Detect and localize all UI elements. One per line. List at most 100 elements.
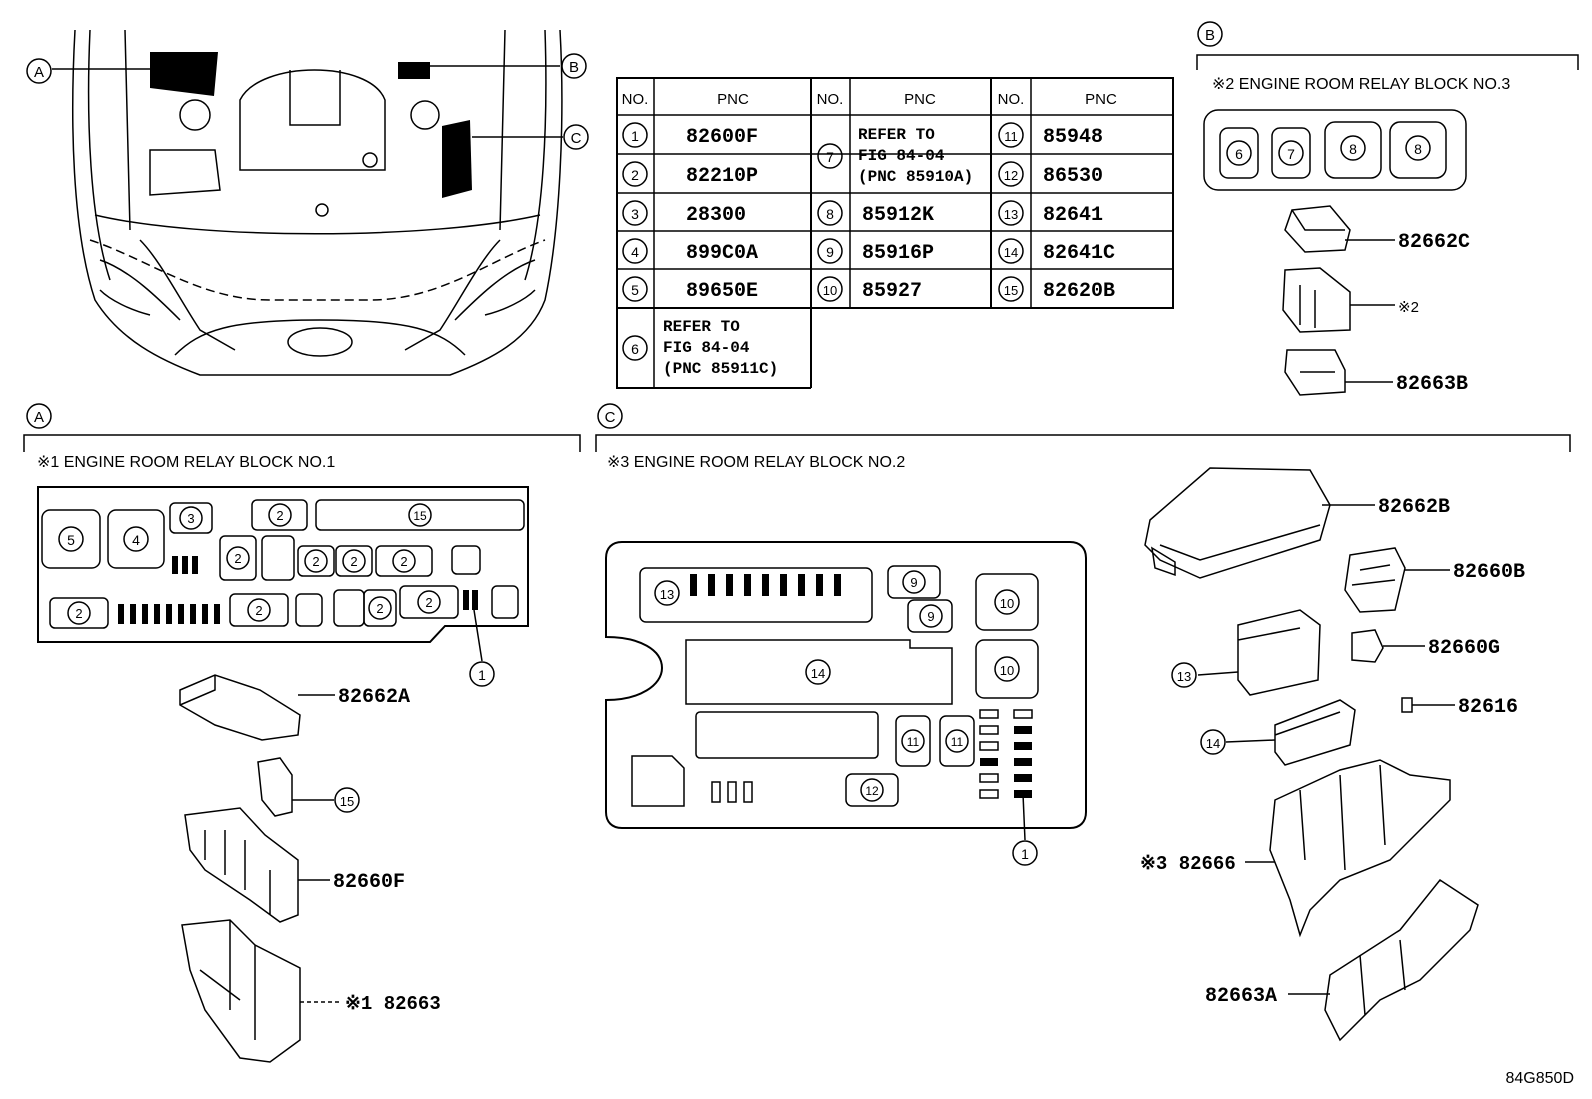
- part-82663b: 82663B: [1396, 373, 1468, 396]
- c-block-10a: 10: [994, 589, 1020, 615]
- c-block-11b: 11: [945, 729, 969, 753]
- c-callout-13: 13: [1171, 662, 1197, 688]
- row-4: 4 899C0A: [622, 238, 758, 265]
- svg-text:89650E: 89650E: [686, 280, 758, 303]
- a-block-2d: 2: [342, 549, 366, 573]
- part-82660g: 82660G: [1428, 637, 1500, 660]
- a-callout-1: 1: [469, 661, 495, 687]
- svg-text:13: 13: [660, 587, 674, 602]
- svg-text:14: 14: [1206, 736, 1220, 751]
- svg-text:2: 2: [234, 551, 241, 566]
- svg-text:4: 4: [631, 244, 639, 260]
- row-11: 11 85948: [998, 122, 1103, 149]
- svg-text:15: 15: [1004, 283, 1018, 298]
- part-82663: ※1 82663: [345, 993, 441, 1015]
- header-no-2: NO.: [817, 91, 844, 108]
- part-82666: ※3 82666: [1140, 853, 1236, 875]
- svg-text:8: 8: [1414, 141, 1422, 157]
- header-no-3: NO.: [998, 91, 1025, 108]
- header-pnc-2: PNC: [904, 91, 936, 108]
- svg-text:14: 14: [1004, 245, 1018, 260]
- section-b-title: ※2 ENGINE ROOM RELAY BLOCK NO.3: [1212, 76, 1510, 93]
- row-9: 9 85916P: [817, 238, 934, 265]
- callout-b-top[interactable]: B: [561, 53, 587, 79]
- row-12: 12 86530: [998, 161, 1103, 188]
- svg-text:2: 2: [276, 508, 283, 523]
- svg-text:11: 11: [951, 735, 964, 749]
- svg-text:85916P: 85916P: [862, 242, 934, 265]
- row-3: 3 28300: [622, 200, 746, 227]
- callout-c-top[interactable]: C: [563, 124, 589, 150]
- c-callout-14: 14: [1200, 729, 1226, 755]
- c-block-9a: 9: [902, 570, 926, 594]
- callout-a-top[interactable]: A: [26, 58, 52, 84]
- row-5: 5 89650E: [622, 276, 758, 303]
- svg-text:82210P: 82210P: [686, 165, 758, 188]
- svg-text:12: 12: [865, 784, 879, 798]
- row-15: 15 82620B: [998, 276, 1115, 303]
- b-block-8b: 8: [1405, 135, 1431, 161]
- c-block-11a: 11: [901, 729, 925, 753]
- svg-text:82641: 82641: [1043, 204, 1103, 227]
- svg-text:(PNC 85911C): (PNC 85911C): [663, 360, 778, 378]
- a-block-2a: 2: [268, 503, 292, 527]
- part-82663a: 82663A: [1205, 985, 1277, 1008]
- row-6: 6 REFER TO FIG 84-04 (PNC 85911C): [622, 318, 778, 378]
- svg-text:15: 15: [413, 509, 427, 523]
- svg-text:86530: 86530: [1043, 165, 1103, 188]
- row-2: 2 82210P: [622, 161, 758, 188]
- svg-text:8: 8: [1349, 141, 1357, 157]
- svg-text:12: 12: [1004, 168, 1018, 183]
- svg-text:3: 3: [187, 511, 194, 526]
- svg-text:82641C: 82641C: [1043, 242, 1115, 265]
- svg-text:899C0A: 899C0A: [686, 242, 758, 265]
- svg-text:13: 13: [1004, 207, 1018, 222]
- svg-text:REFER TO: REFER TO: [663, 318, 740, 336]
- svg-text:11: 11: [907, 735, 920, 749]
- svg-text:5: 5: [631, 282, 639, 298]
- svg-text:10: 10: [1000, 596, 1014, 611]
- row-8: 8 85912K: [817, 200, 934, 227]
- svg-text:7: 7: [1287, 146, 1295, 162]
- callout-a: [26, 403, 52, 429]
- svg-text:3: 3: [631, 206, 639, 222]
- svg-text:4: 4: [132, 532, 140, 548]
- c-callout-1: 1: [1012, 840, 1038, 866]
- part-82660b: 82660B: [1453, 561, 1525, 584]
- c-block-12: 12: [860, 778, 884, 802]
- c-block-9b: 9: [919, 604, 943, 628]
- svg-text:C: C: [571, 130, 582, 147]
- svg-text:15: 15: [340, 794, 354, 809]
- svg-text:7: 7: [826, 149, 834, 165]
- svg-text:FIG 84-04: FIG 84-04: [858, 147, 945, 165]
- svg-text:B: B: [1205, 27, 1215, 44]
- a-block-3: 3: [179, 506, 203, 530]
- row-14: 14 82641C: [998, 238, 1115, 265]
- section-b: B ※2 ENGINE ROOM RELAY BLOCK NO.3 6 7 8 …: [1196, 21, 1579, 396]
- header-pnc-3: PNC: [1085, 91, 1117, 108]
- section-a: A ※1 ENGINE ROOM RELAY BLOCK NO.1 5 4 3 …: [23, 403, 581, 1063]
- b-block-7: 7: [1278, 140, 1304, 166]
- a-block-2b: 2: [226, 546, 250, 570]
- svg-text:2: 2: [376, 601, 383, 616]
- part-82662a: 82662A: [338, 686, 410, 709]
- svg-text:9: 9: [826, 244, 834, 260]
- svg-text:9: 9: [927, 609, 934, 624]
- svg-text:14: 14: [811, 666, 825, 681]
- svg-text:2: 2: [425, 595, 432, 610]
- svg-text:A: A: [34, 409, 44, 426]
- svg-text:FIG 84-04: FIG 84-04: [663, 339, 750, 357]
- pnc-table: NO. PNC NO. PNC NO. PNC 1 82600F 2 82210…: [616, 77, 1174, 389]
- section-a-title: ※1 ENGINE ROOM RELAY BLOCK NO.1: [37, 454, 335, 471]
- row-13: 13 82641: [998, 200, 1103, 227]
- a-block-4: 4: [123, 526, 149, 552]
- svg-text:6: 6: [1235, 146, 1243, 162]
- svg-text:10: 10: [1000, 663, 1014, 678]
- svg-text:1: 1: [478, 667, 486, 683]
- part-82616: 82616: [1458, 696, 1518, 719]
- svg-text:11: 11: [1004, 129, 1018, 144]
- svg-text:2: 2: [400, 554, 407, 569]
- row-10: 10 85927: [817, 276, 922, 303]
- svg-text:B: B: [569, 59, 579, 76]
